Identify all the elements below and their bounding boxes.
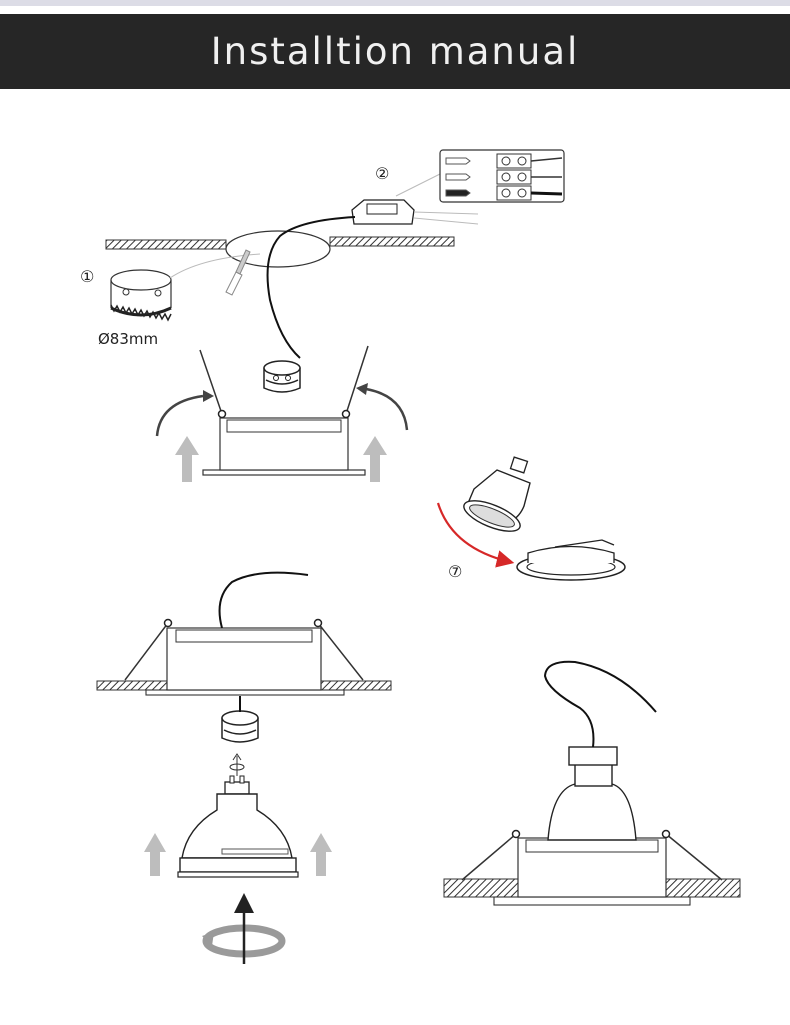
hole-saw-icon xyxy=(110,253,261,322)
page-title: Installtion manual xyxy=(210,30,580,73)
hole-diameter-label: Ø83mm xyxy=(98,330,159,348)
junction-box-icon xyxy=(266,169,479,359)
spring-clip-icon xyxy=(317,622,364,681)
lamp-socket-icon xyxy=(221,696,259,743)
ceiling-section-icon xyxy=(105,230,455,268)
gu10-bulb-icon xyxy=(177,775,299,878)
gu10-bulb-icon xyxy=(463,456,531,532)
ceiling-section-icon xyxy=(96,571,392,696)
up-arrow-icon xyxy=(175,436,387,482)
spring-clip-icon xyxy=(199,349,223,415)
mounting-frame-step3 xyxy=(199,345,369,476)
spring-clip-icon xyxy=(461,833,517,881)
lamp-socket-icon xyxy=(263,360,301,393)
installed-luminaire xyxy=(443,660,741,906)
spring-clip-icon xyxy=(665,833,723,881)
rotate-red-arrow-icon xyxy=(436,502,515,568)
spring-clip-icon xyxy=(124,622,169,681)
step-1-label: ① xyxy=(80,267,95,286)
step-2-label: ② xyxy=(375,164,390,183)
lamp-ring-icon xyxy=(516,539,626,581)
step-7-label: ⑦ xyxy=(448,562,463,581)
cut-tool-icon xyxy=(225,249,251,296)
header-banner: Installtion manual xyxy=(0,14,790,89)
clip-fold-arrows xyxy=(155,383,409,437)
connect-arrow-icon xyxy=(229,753,245,776)
spring-clip-icon xyxy=(345,345,369,415)
top-divider xyxy=(0,0,790,6)
up-arrow-icon xyxy=(144,833,332,876)
terminal-block-icon xyxy=(439,149,565,203)
rotate-arrow-icon xyxy=(202,893,286,964)
